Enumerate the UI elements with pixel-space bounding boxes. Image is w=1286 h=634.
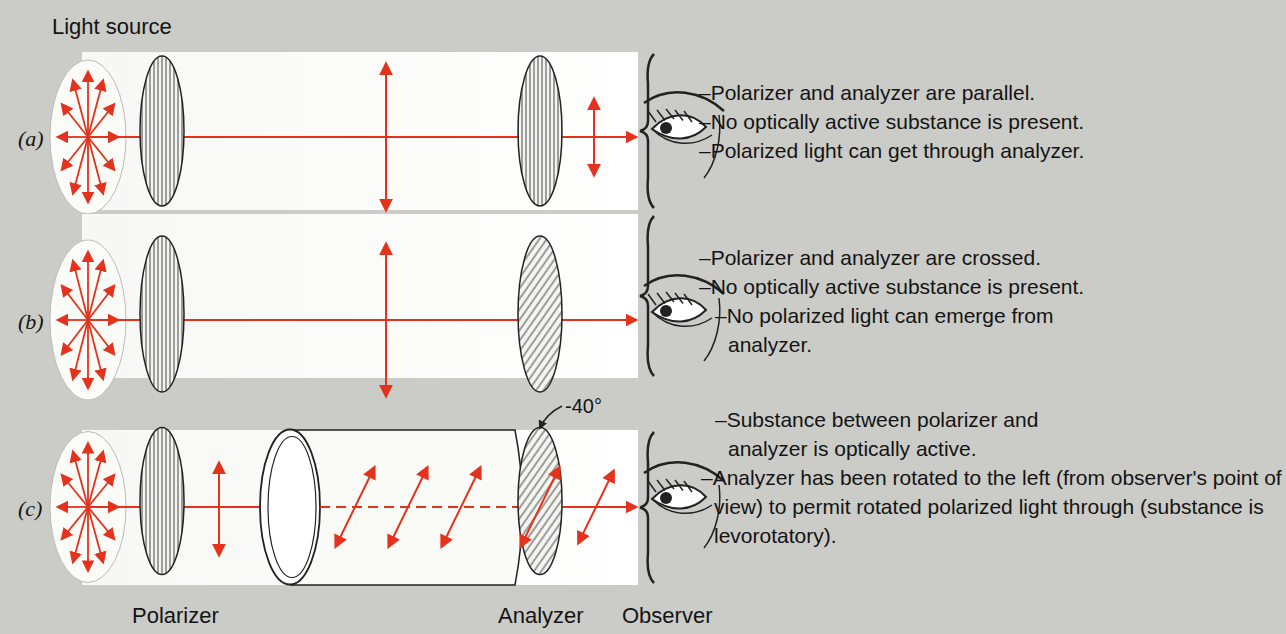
light-path (320, 506, 530, 508)
note-text: –No polarized light can emerge from anal… (715, 301, 1138, 359)
light-vector (385, 64, 387, 210)
tube-end (260, 430, 320, 585)
eyelash (666, 292, 674, 302)
note-text: –Analyzer has been rotated to the left (… (701, 463, 1282, 550)
light-vector (88, 507, 103, 562)
light-vector (87, 320, 89, 388)
pupil (660, 122, 672, 134)
eyelash (657, 293, 665, 304)
light-vector (336, 467, 375, 546)
part-label: -40° (565, 392, 602, 421)
bracket (640, 54, 654, 208)
light-vector (385, 244, 387, 396)
light-vector (88, 137, 103, 193)
tube-end-inner (268, 437, 316, 578)
note-text: –Polarized light can get through analyze… (699, 136, 1282, 165)
eyelash (684, 111, 692, 122)
light-vector (218, 463, 220, 555)
light-vector (73, 261, 88, 320)
light-beam-band (82, 52, 638, 210)
light-vector (88, 105, 114, 138)
polarizer-disk (140, 56, 184, 206)
bracket (640, 216, 654, 376)
light-vector (578, 471, 613, 543)
lower-lid (652, 312, 712, 326)
polarizer-disk (140, 236, 184, 392)
analyzer-disk (518, 56, 562, 206)
note-text: –Polarizer and analyzer are crossed. (699, 243, 1282, 272)
light-vector (521, 467, 560, 546)
light-vector (87, 72, 89, 137)
note-text: –Polarizer and analyzer are parallel. (699, 78, 1282, 107)
light-vector (62, 320, 88, 354)
eyelash (675, 293, 683, 304)
pupil (660, 305, 672, 317)
eyelash (648, 294, 656, 305)
light-vector (593, 99, 595, 175)
light-vector (58, 506, 88, 508)
light-vector (58, 319, 88, 321)
polarizer-disk (140, 428, 184, 575)
light-vector (87, 252, 89, 320)
note-text: –No optically active substance is presen… (699, 272, 1282, 301)
eyelash (675, 480, 683, 491)
observer-eye (644, 92, 724, 178)
light-vector (58, 136, 88, 138)
analyzer-disk (518, 236, 562, 392)
rotation-arc (540, 406, 562, 428)
eyelash (684, 294, 692, 305)
light-vector (87, 444, 89, 508)
eyelash (666, 479, 674, 489)
part-label: Observer (622, 601, 712, 630)
light-vector (88, 286, 114, 320)
eyelash (675, 110, 683, 121)
panel-letter: (c) (18, 494, 42, 523)
analyzer-disk (518, 428, 562, 575)
eyelash (666, 109, 674, 119)
bracket (640, 432, 654, 583)
eyelash (657, 110, 665, 121)
light-vector (88, 475, 114, 507)
note-text: –Substance between polarizer and analyze… (715, 405, 1108, 463)
light-vector (88, 320, 103, 379)
eyelash (657, 480, 665, 491)
light-vector (87, 507, 89, 571)
panel-letter: (b) (18, 307, 44, 336)
eyelash (684, 481, 692, 492)
light-vector (442, 467, 481, 546)
part-label: Light source (52, 12, 172, 41)
part-label: Polarizer (132, 601, 219, 630)
pupil (660, 492, 672, 504)
light-vector (62, 507, 88, 539)
eyelash (648, 111, 656, 122)
panel-letter: (a) (18, 124, 44, 153)
eyelash (648, 481, 656, 492)
light-vector (389, 467, 428, 546)
light-vector (73, 452, 88, 507)
part-label: Analyzer (498, 601, 584, 630)
note-text: –No optically active substance is presen… (699, 107, 1282, 136)
lower-lid (652, 499, 712, 513)
light-vector (73, 81, 88, 137)
light-vector (62, 137, 88, 170)
light-vector (87, 137, 89, 202)
